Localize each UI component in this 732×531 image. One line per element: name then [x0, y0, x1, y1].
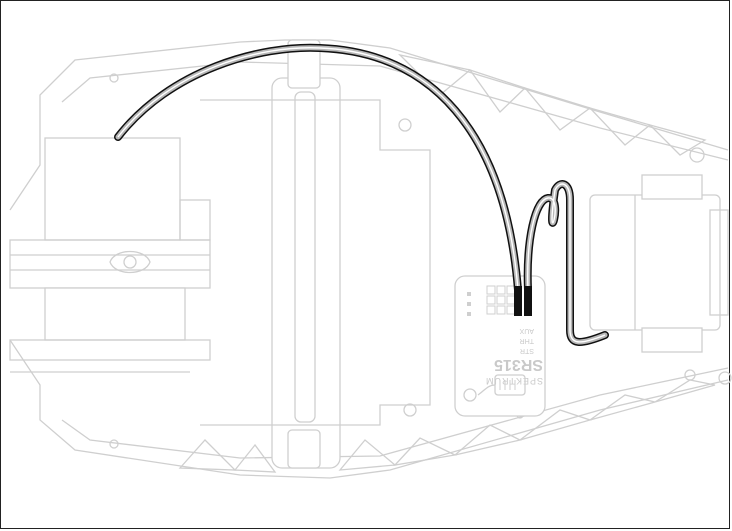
bottom-truss [178, 379, 716, 473]
steering-servo [9, 137, 211, 373]
steering-plug [514, 286, 522, 316]
center-strut [271, 39, 341, 469]
top-truss [397, 53, 707, 156]
receiver-model: SR315 [494, 356, 543, 373]
antenna-connector-icon [494, 374, 526, 396]
port-label-thr: THR [520, 337, 534, 344]
port-label-aux: AUX [519, 327, 534, 334]
steering-wire [114, 43, 522, 294]
throttle-plug [524, 286, 532, 316]
port-label-str: STR [520, 347, 534, 354]
chassis-inner-lower [61, 367, 729, 459]
throttle-servo [589, 174, 729, 353]
receiver-box: STR THR AUX SR315 SPEKTRUM [454, 275, 546, 417]
center-plate [200, 99, 431, 426]
throttle-wire [523, 180, 609, 346]
chassis-outline [9, 39, 729, 479]
receiver-brand: SPEKTRUM [485, 376, 543, 386]
bind-button-icon [463, 388, 477, 402]
